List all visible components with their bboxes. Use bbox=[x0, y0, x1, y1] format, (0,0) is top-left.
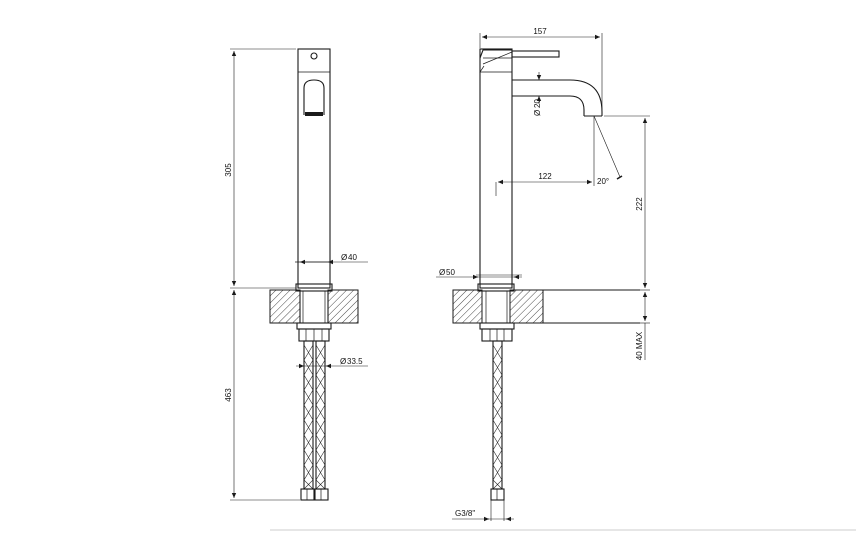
side-spout bbox=[512, 79, 603, 116]
side-nut bbox=[479, 322, 515, 330]
dim-hose-diameter: 33.5 bbox=[347, 357, 363, 366]
dim-spout-height: 222 bbox=[635, 197, 644, 211]
dim-body-diameter: 40 bbox=[348, 253, 357, 262]
front-lever-pin bbox=[310, 52, 318, 60]
side-deck-right bbox=[509, 289, 544, 324]
dim-angle: 20° bbox=[597, 177, 609, 186]
dim-hose-diameter-symbol: Ø bbox=[340, 357, 346, 366]
dim-body-diameter-symbol: Ø bbox=[341, 253, 347, 262]
dim-thread: G3/8" bbox=[455, 509, 475, 518]
side-body bbox=[479, 48, 513, 289]
front-nut bbox=[296, 322, 332, 330]
front-aerator bbox=[305, 112, 323, 116]
front-aerator-outline bbox=[303, 79, 325, 115]
dim-spout-diameter-symbol: Ø bbox=[533, 110, 542, 116]
front-hoses bbox=[300, 340, 329, 501]
side-lever bbox=[511, 50, 560, 58]
dim-reach-total: 157 bbox=[533, 27, 547, 36]
dim-spout-diameter: 20 bbox=[533, 99, 542, 108]
dim-height-body: 305 bbox=[224, 163, 233, 177]
dim-spout-reach: 122 bbox=[538, 172, 552, 181]
front-deck-right bbox=[327, 289, 359, 324]
front-deck-left bbox=[269, 289, 301, 324]
side-deck-left bbox=[452, 289, 483, 324]
side-hose bbox=[490, 340, 505, 501]
dim-base-diameter-symbol: Ø bbox=[439, 268, 445, 277]
front-body bbox=[297, 48, 331, 289]
dim-hose-length: 463 bbox=[224, 388, 233, 402]
front-view: 305 463 Ø 40 Ø 33.5 bbox=[224, 48, 368, 501]
dim-deck-thickness: 40 MAX bbox=[635, 331, 644, 360]
side-view: 157 Ø 20 122 20° 222 40 MAX Ø 50 bbox=[436, 27, 650, 522]
dim-base-diameter: 50 bbox=[446, 268, 455, 277]
